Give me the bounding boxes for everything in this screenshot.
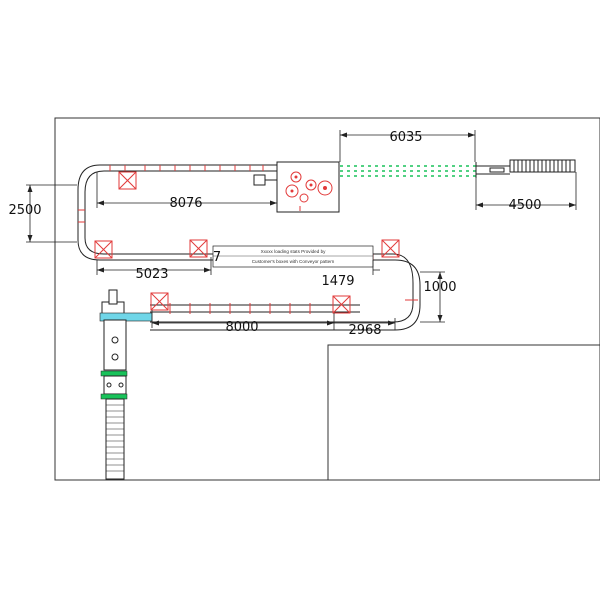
box-marker-3	[189, 239, 208, 258]
dimension-arrows	[27, 132, 576, 326]
dim-6035: 6035	[389, 130, 422, 145]
title-block	[327, 344, 600, 481]
conveyor-ticks	[78, 165, 418, 314]
note-line-2: Customer's boxes with Conveyor pattern	[252, 259, 335, 264]
machine-unit	[253, 161, 340, 213]
dim-5023: 5023	[135, 267, 168, 282]
dim-2968: 2968	[348, 323, 381, 338]
dim-2500: 2500	[8, 203, 41, 218]
end-stacker	[475, 159, 576, 178]
conveyor-lower	[150, 304, 360, 331]
box-marker-5	[150, 292, 169, 311]
conveyor-upper-loop	[77, 164, 277, 261]
vertical-feeder	[99, 289, 153, 480]
box-marker-1	[118, 171, 137, 190]
box-marker-6	[332, 295, 351, 314]
dim-8000: 8000	[225, 320, 258, 335]
dim-8076: 8076	[169, 196, 202, 211]
box-marker-2	[94, 240, 113, 259]
box-marker-4	[381, 239, 400, 258]
dim-1000: 1000	[423, 280, 456, 295]
conveyor-mid-loop	[140, 253, 421, 331]
output-flow-line	[340, 165, 478, 177]
dim-4500: 4500	[508, 198, 541, 213]
dim-1479: 1479	[321, 274, 354, 289]
note-line-1: Xxxxx loading stats Provided by	[261, 249, 327, 254]
dim-7: 7	[213, 250, 221, 265]
note-box: Xxxxx loading stats Provided by Customer…	[212, 245, 374, 268]
